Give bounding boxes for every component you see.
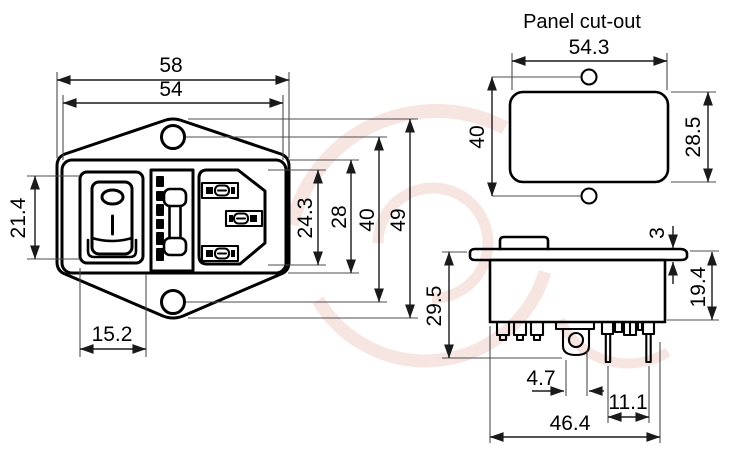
module-body <box>60 158 288 275</box>
switch-rocker <box>90 180 134 256</box>
dim-fuse-post-width: 4.7 <box>526 350 604 396</box>
dim-total-depth: 29.5 <box>423 251 562 359</box>
mounting-hole-top <box>160 124 186 150</box>
flange-outline <box>55 117 291 320</box>
side-rocker-bump <box>498 235 550 251</box>
front-view: 58 54 21.4 15.2 24.3 <box>7 54 418 357</box>
switch-off-symbol <box>100 188 125 206</box>
dim-body-width: 54 <box>62 78 284 160</box>
dim-switch-cutout-height: 21.4 <box>7 175 80 260</box>
side-switch-terminals <box>495 320 545 342</box>
dim-body-height: 28 <box>288 159 359 274</box>
side-inlet-terminals <box>600 320 656 364</box>
fuse-holder-frame <box>149 168 195 273</box>
dim-label-29-5: 29.5 <box>423 286 446 327</box>
switch-rocker-skirt <box>86 238 138 259</box>
mounting-hole-bottom <box>160 289 186 315</box>
dim-label-21-4: 21.4 <box>7 197 30 238</box>
side-fuse-post <box>554 320 596 357</box>
dim-label-28-5: 28.5 <box>682 117 705 158</box>
iec-inlet <box>197 168 267 266</box>
inlet-pin-middle <box>224 209 264 228</box>
dim-label-24-3: 24.3 <box>294 198 317 239</box>
side-view: 3 19.4 29.5 4.7 11.1 <box>423 226 719 443</box>
inlet-pin-top <box>200 181 240 200</box>
dim-label-28: 28 <box>328 205 351 228</box>
fuse-moulded-text-marks <box>156 176 164 261</box>
dim-hole-spacing-front: 40 <box>186 136 387 303</box>
fuse-post-screw <box>567 331 585 349</box>
switch-rocker-edge <box>90 236 134 243</box>
rocker-switch <box>78 170 145 265</box>
dim-label-15-2: 15.2 <box>92 323 133 346</box>
watermark-logo <box>285 103 671 369</box>
dim-inlet-height: 24.3 <box>268 169 326 266</box>
inlet-pin-bottom <box>200 244 240 263</box>
dim-label-54: 54 <box>159 78 183 101</box>
dim-switch-cutout-width: 15.2 <box>79 268 147 357</box>
fuse-symbol <box>162 187 188 257</box>
dim-label-40-cutout: 40 <box>466 125 489 148</box>
inlet-outline <box>197 168 267 266</box>
panel-cutout-view: Panel cut-out 54.3 40 28.5 <box>466 11 716 205</box>
dim-body-depth: 19.4 <box>667 250 719 321</box>
panel-cutout-title: Panel cut-out <box>523 11 641 33</box>
dim-cutout-height: 28.5 <box>671 91 716 183</box>
dim-cutout-hole-spacing: 40 <box>466 76 497 197</box>
dim-label-58: 58 <box>159 54 182 77</box>
dim-label-40-front: 40 <box>356 208 379 231</box>
dim-label-49: 49 <box>387 208 410 231</box>
dim-pin-spacing: 11.1 <box>607 366 650 423</box>
dim-label-11-1: 11.1 <box>608 391 647 414</box>
switch-bezel <box>78 170 145 265</box>
dim-label-46-4: 46.4 <box>550 412 591 435</box>
dim-label-19-4: 19.4 <box>687 266 710 307</box>
dim-cutout-width: 54.3 <box>511 36 668 90</box>
dim-flange-width: 58 <box>56 54 290 158</box>
dim-flange-height: 49 <box>188 118 418 319</box>
fuse-holder <box>149 168 195 273</box>
cutout-hole-bottom <box>580 187 598 205</box>
dim-label-4-7: 4.7 <box>526 367 555 390</box>
side-flange-plate <box>468 247 689 262</box>
dim-label-3: 3 <box>646 227 669 239</box>
dim-overall-width: 46.4 <box>489 326 661 443</box>
dim-flange-thickness: 3 <box>646 226 678 284</box>
cutout-rectangle <box>508 90 670 184</box>
dim-label-54-3: 54.3 <box>569 36 610 59</box>
cutout-hole-top <box>580 68 598 86</box>
